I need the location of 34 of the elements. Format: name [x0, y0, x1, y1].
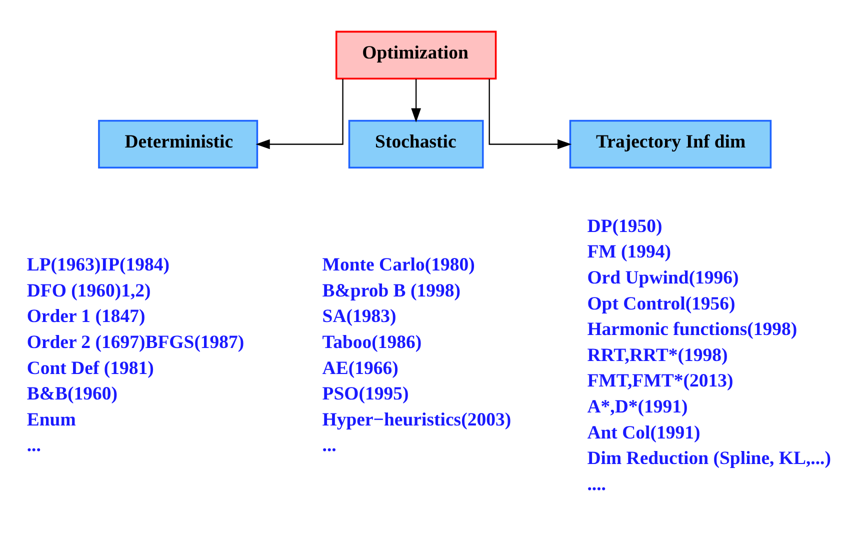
node-label: DP(1950)	[587, 215, 662, 236]
node-label: FM (1994)	[587, 241, 672, 262]
node-label: Ord Upwind(1996)	[587, 267, 739, 288]
node-label: Enum	[26, 408, 76, 430]
node-label: Taboo(1986)	[322, 331, 422, 352]
node-label: PSO(1995)	[322, 383, 409, 404]
node-label: Monte Carlo(1980)	[322, 254, 475, 276]
node-box: Stochastic	[348, 119, 484, 168]
node-label: Hyper−heuristics(2003)	[322, 408, 512, 430]
node-label: Order 1 (1847)	[26, 306, 146, 327]
node-label: LP(1963)IP(1984)	[26, 254, 170, 276]
arrow	[488, 78, 572, 149]
node-label: FMT,FMT*(2013)	[587, 370, 734, 392]
arrow	[411, 78, 421, 122]
node-label: SA(1983)	[322, 306, 396, 327]
node-label: ...	[322, 434, 336, 456]
arrow	[256, 78, 344, 149]
node-label: Harmonic functions(1998)	[587, 318, 798, 340]
node-box: Deterministic	[98, 119, 258, 168]
node-label: Opt Control(1956)	[587, 292, 736, 314]
node-label: AE(1966)	[322, 357, 398, 378]
node-label: Order 2 (1697)BFGS(1987)	[26, 331, 244, 352]
node-label: Ant Col(1991)	[587, 422, 700, 443]
node-label: ....	[587, 473, 606, 494]
node-label: DFO (1960)1,2)	[26, 280, 151, 301]
node-label: Cont Def (1981)	[26, 357, 154, 378]
node-label: RRT,RRT*(1998)	[587, 344, 728, 366]
node-label: ...	[26, 434, 41, 456]
node-label: A*,D*(1991)	[587, 396, 688, 417]
node-box: Optimization	[335, 30, 497, 79]
node-box: Trajectory Inf dim	[569, 119, 772, 168]
node-label: B&B(1960)	[26, 383, 118, 404]
node-label: B&prob B (1998)	[322, 280, 460, 301]
node-label: Dim Reduction (Spline, KL,...)	[587, 448, 832, 469]
